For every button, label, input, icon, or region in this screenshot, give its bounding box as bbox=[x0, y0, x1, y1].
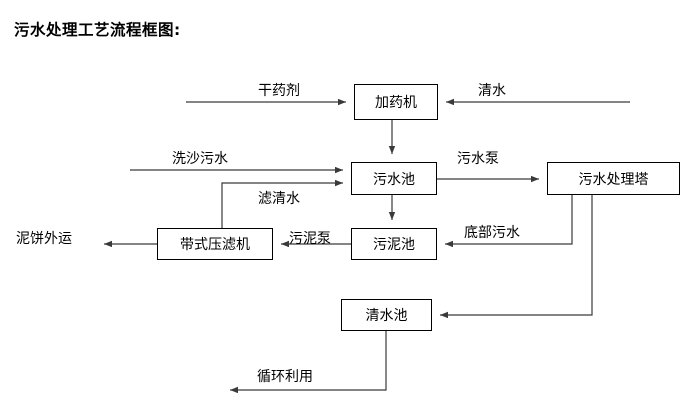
edge-label-recycling-reuse: 循环利用 bbox=[257, 369, 313, 385]
terminal-clean-water: 清水 bbox=[478, 83, 506, 99]
terminal-dry-chemical: 干药剂 bbox=[258, 83, 300, 99]
node-treatment-tower[interactable]: 污水处理塔 bbox=[547, 162, 680, 195]
edge-label-filtered-clear-water: 滤清水 bbox=[258, 191, 300, 207]
page-title: 污水处理工艺流程框图: bbox=[14, 21, 181, 39]
edge-label-sludge-pump: 污泥泵 bbox=[289, 231, 331, 247]
node-label: 污水池 bbox=[373, 171, 415, 188]
node-label: 清水池 bbox=[365, 308, 408, 324]
edge-filtered-water-to-wastewater-pool bbox=[221, 179, 343, 228]
node-sludge-pool[interactable]: 污泥池 bbox=[351, 228, 437, 260]
edge-bottom-wastewater-to-sludge-pool bbox=[445, 195, 573, 248]
node-clear-water-pool[interactable]: 清水池 bbox=[341, 299, 432, 331]
node-label: 带式压滤机 bbox=[180, 237, 250, 253]
edge-label-bottom-wastewater: 底部污水 bbox=[464, 225, 520, 241]
edge-label-wastewater-pump: 污水泵 bbox=[457, 151, 499, 167]
node-label: 加药机 bbox=[375, 95, 417, 111]
node-belt-filter-press[interactable]: 带式压滤机 bbox=[157, 228, 273, 260]
node-dosing-machine[interactable]: 加药机 bbox=[354, 84, 438, 120]
edge-clear-water-to-recycling bbox=[230, 331, 387, 394]
node-wastewater-pool[interactable]: 污水池 bbox=[351, 162, 437, 195]
node-label: 污水处理塔 bbox=[578, 171, 649, 188]
edge-tower-to-clear-water-pool bbox=[440, 195, 593, 319]
terminal-mud-cake-transport: 泥饼外运 bbox=[16, 231, 72, 247]
node-label: 污泥池 bbox=[373, 237, 415, 253]
terminal-sand-wash-wastewater: 洗沙污水 bbox=[172, 151, 228, 167]
